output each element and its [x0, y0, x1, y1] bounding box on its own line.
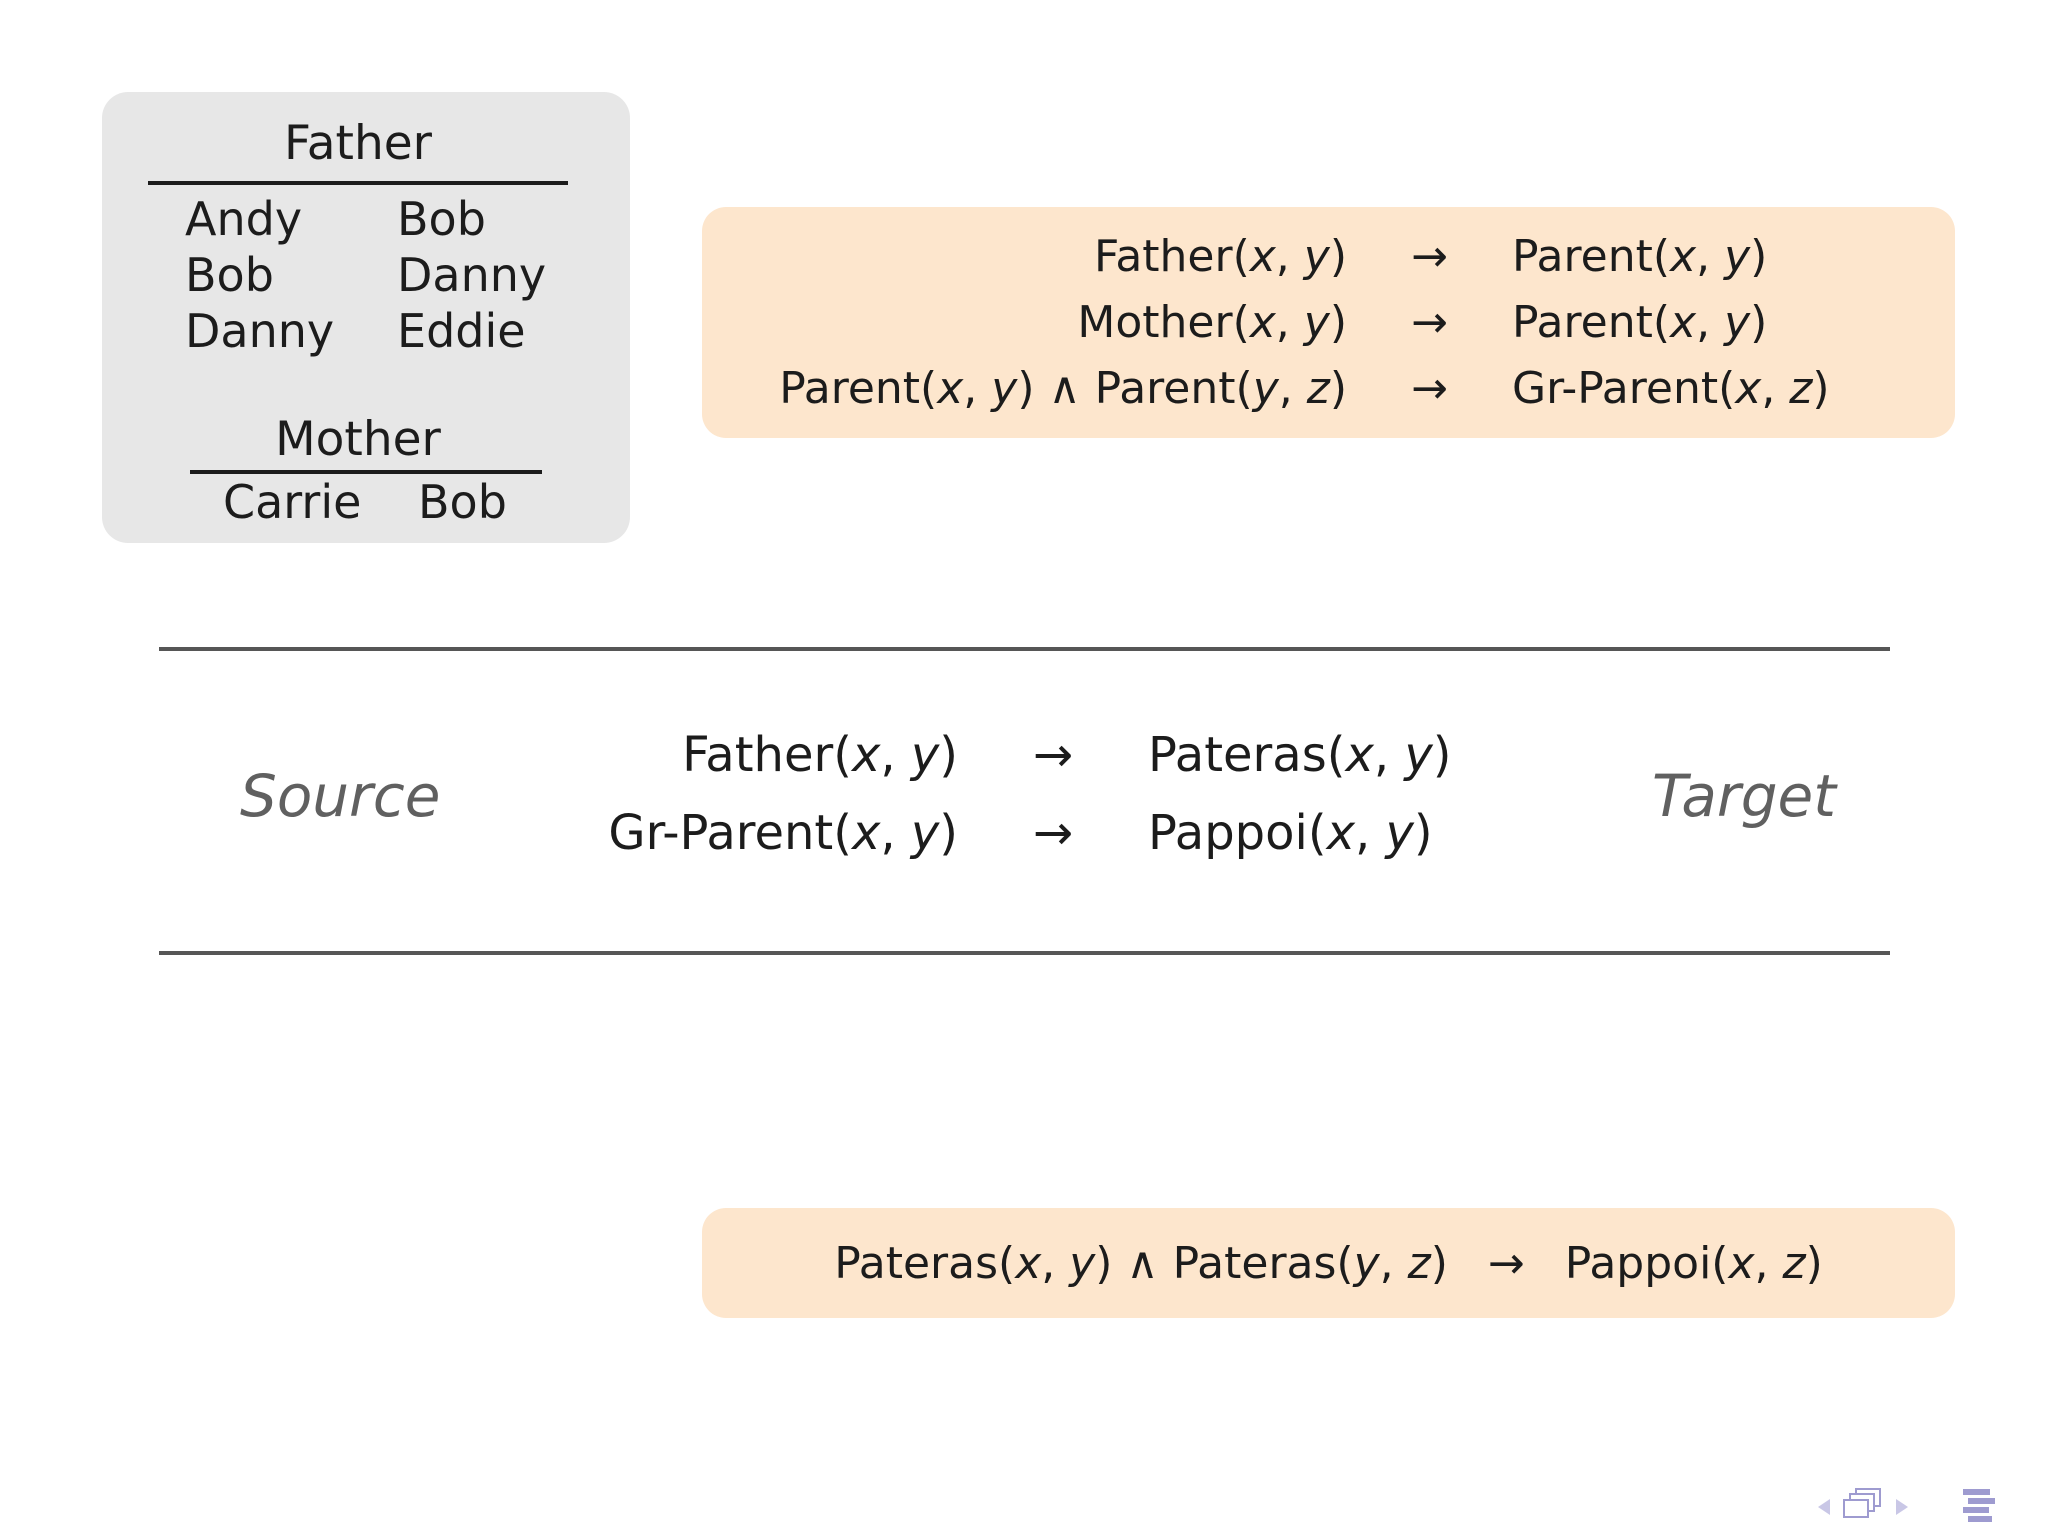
table-cell: Andy: [185, 192, 303, 246]
divider-line: [159, 951, 1890, 955]
rule-row: Pateras(x, y) ∧ Pateras(y, z) → Pappoi(x…: [702, 1208, 1955, 1318]
source-label: Source: [240, 762, 441, 830]
rule-rhs: Parent(x, y): [1512, 296, 1768, 348]
rule-lhs: Mother(x, y): [1077, 296, 1347, 348]
rule-rhs: Parent(x, y): [1512, 231, 1768, 283]
rule-lhs: Father(x, y): [1094, 231, 1347, 283]
implies-arrow: →: [1032, 805, 1074, 861]
implies-arrow: →: [1411, 231, 1448, 283]
target-label: Target: [1652, 762, 1836, 830]
target-theory-box: Pateras(x, y) ∧ Pateras(y, z) → Pappoi(x…: [702, 1208, 1955, 1318]
table-cell: Carrie: [223, 475, 362, 529]
mother-table-title: Mother: [275, 412, 441, 467]
implies-arrow: →: [1411, 362, 1448, 414]
facts-box: Father Andy Bob Bob Danny Danny Eddie Mo…: [102, 92, 630, 543]
father-table-title: Father: [284, 116, 432, 171]
table-cell: Eddie: [397, 304, 526, 358]
table-cell: Bob: [185, 248, 274, 302]
implies-arrow: →: [1032, 727, 1074, 783]
implies-arrow: →: [1487, 1237, 1525, 1289]
source-theory-rules: Father(x, y) → Parent(x, y) Mother(x, y)…: [702, 207, 1955, 438]
father-table: Andy Bob Bob Danny Danny Eddie: [185, 191, 546, 359]
source-theory-box: Father(x, y) → Parent(x, y) Mother(x, y)…: [702, 207, 1955, 438]
divider-line: [159, 647, 1890, 651]
rule-lhs: Father(x, y): [682, 727, 958, 783]
table-cell: Bob: [418, 475, 507, 529]
mapping-rules: Father(x, y) → Pateras(x, y) Gr-Parent(x…: [572, 716, 1452, 872]
rule-rhs: Pateras(x, y): [1148, 727, 1452, 783]
mother-table-rule: [190, 470, 542, 474]
rule-row: Gr-Parent(x, y) → Pappoi(x, y): [572, 794, 1452, 872]
rule-rhs: Pappoi(x, y): [1148, 805, 1433, 861]
frames-icon[interactable]: [1843, 1488, 1881, 1521]
implies-arrow: →: [1411, 296, 1448, 348]
frame-rect: [1843, 1499, 1869, 1518]
rule-row: Father(x, y) → Parent(x, y): [702, 224, 1955, 290]
outline-icon[interactable]: [1961, 1489, 1997, 1522]
rule-rhs: Pappoi(x, z): [1564, 1237, 1823, 1289]
outline-bar: [1963, 1507, 1989, 1513]
outline-bar: [1963, 1489, 1990, 1495]
table-row: Bob Danny: [185, 247, 546, 303]
father-table-rule: [148, 181, 568, 185]
rule-lhs: Parent(x, y) ∧ Parent(y, z): [779, 362, 1347, 414]
rule-row: Father(x, y) → Pateras(x, y): [572, 716, 1452, 794]
table-row: Andy Bob: [185, 191, 546, 247]
outline-bar: [1968, 1498, 1995, 1504]
prev-arrow-icon[interactable]: [1818, 1499, 1830, 1515]
rule-row: Parent(x, y) ∧ Parent(y, z) → Gr-Parent(…: [702, 355, 1955, 421]
table-cell: Bob: [397, 192, 486, 246]
rule-lhs: Gr-Parent(x, y): [608, 805, 958, 861]
next-arrow-icon[interactable]: [1896, 1499, 1908, 1515]
table-cell: Danny: [397, 248, 547, 302]
rule-lhs: Pateras(x, y) ∧ Pateras(y, z): [834, 1237, 1448, 1289]
rule-row: Mother(x, y) → Parent(x, y): [702, 290, 1955, 356]
outline-bar: [1968, 1516, 1992, 1522]
rule-rhs: Gr-Parent(x, z): [1512, 362, 1830, 414]
table-row: Carrie Bob: [223, 474, 507, 530]
table-row: Danny Eddie: [185, 303, 546, 359]
mother-table: Carrie Bob: [223, 474, 507, 530]
table-cell: Danny: [185, 304, 335, 358]
